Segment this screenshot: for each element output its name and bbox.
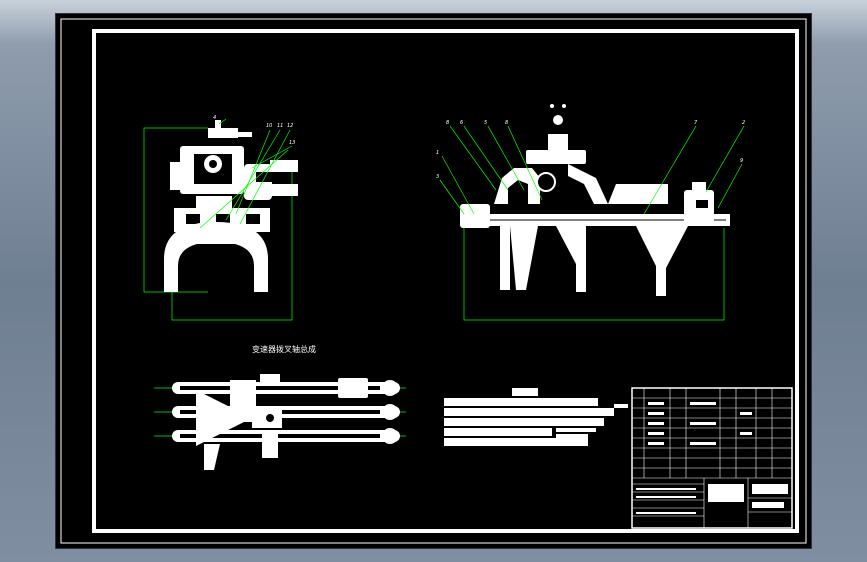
front-label-1: 1 (436, 150, 439, 156)
side-label-13: 13 (289, 140, 295, 146)
side-view: 4 10 11 12 13 (143, 115, 298, 321)
outer-border (60, 18, 807, 544)
title-block (631, 387, 793, 529)
top-view (154, 374, 406, 470)
side-label-10: 10 (266, 123, 272, 129)
assembly-title: 变速器拨叉轴总成 (252, 344, 316, 354)
front-label-6: 6 (460, 120, 463, 126)
front-label-8a: 8 (446, 120, 449, 126)
inner-border (92, 29, 799, 533)
front-view: 8 6 5 8 7 2 1 3 9 (436, 104, 745, 321)
side-label-4: 4 (213, 115, 216, 121)
technical-requirements (444, 388, 628, 446)
front-label-7: 7 (694, 120, 698, 126)
front-label-2: 2 (742, 120, 745, 126)
cad-drawing: 4 10 11 12 13 (60, 18, 807, 544)
front-label-9: 9 (740, 158, 743, 164)
side-label-11: 11 (277, 123, 283, 129)
front-dim-width (463, 228, 725, 321)
cad-viewport[interactable]: 4 10 11 12 13 (56, 14, 811, 548)
side-dim-width (171, 164, 293, 321)
front-label-3: 3 (436, 174, 439, 180)
front-label-5: 5 (484, 120, 487, 126)
front-label-8b: 8 (505, 120, 508, 126)
side-label-12: 12 (287, 123, 293, 129)
